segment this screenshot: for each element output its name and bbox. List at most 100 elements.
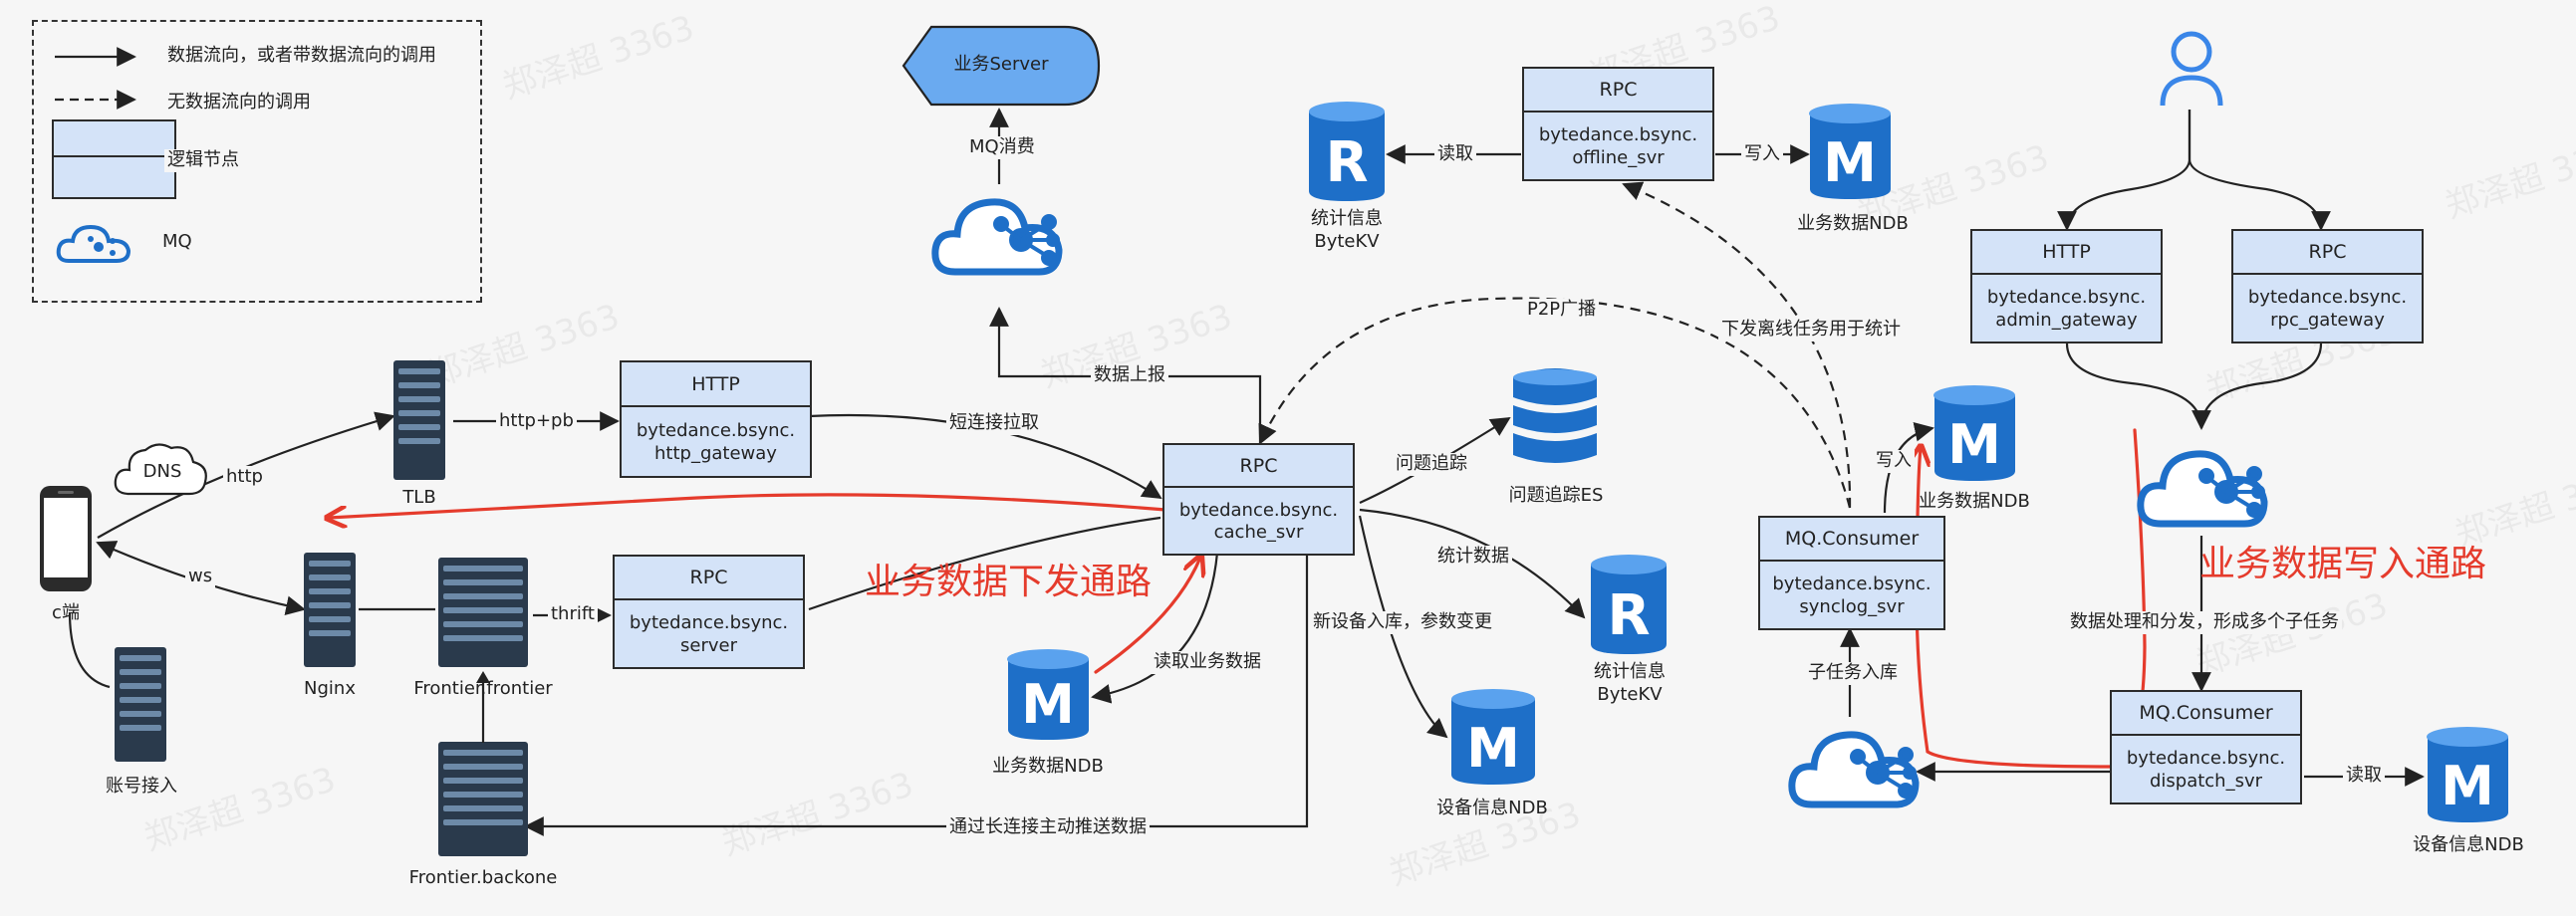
ndb-business-left-caption: 业务数据NDB xyxy=(992,756,1104,777)
svg-text:M: M xyxy=(1021,673,1075,736)
edge-label-read-dispatch: 读取 xyxy=(2343,765,2385,788)
edge-offline xyxy=(1622,181,1852,509)
legend xyxy=(32,20,482,303)
edge-cache-ndb xyxy=(1091,552,1219,704)
frontier-server-icon xyxy=(438,558,528,667)
phone-icon xyxy=(40,486,92,591)
offline-svr-node: RPC bytedance.bsync. offline_svr xyxy=(1522,67,1714,181)
node-body: bytedance.bsync. synclog_svr xyxy=(1772,573,1932,617)
ndb-business-right-caption: 业务数据NDB xyxy=(1919,491,2030,512)
http-gateway-node: HTTP bytedance.bsync. http_gateway xyxy=(620,360,812,478)
legend-logic-node-label: 逻辑节点 xyxy=(164,149,242,172)
node-header: RPC xyxy=(615,557,803,601)
edge-label-push-long: 通过长连接主动推送数据 xyxy=(946,816,1150,839)
cache-svr-node: RPC bytedance.bsync. cache_svr xyxy=(1162,443,1355,556)
node-header: RPC xyxy=(2233,231,2422,276)
mq-icon xyxy=(1788,731,1920,808)
nginx-server-icon xyxy=(304,553,356,667)
bytekv-top-caption: 统计信息 ByteKV xyxy=(1311,208,1383,253)
node-header: MQ.Consumer xyxy=(1760,518,1943,563)
rpc-gateway-node: RPC bytedance.bsync. rpc_gateway xyxy=(2231,229,2424,344)
edge-rpc-cache xyxy=(808,516,1161,611)
business-server-label: 业务Server xyxy=(953,54,1049,75)
mq-icon xyxy=(2137,450,2268,528)
es-stack-icon xyxy=(1513,368,1597,463)
node-body: bytedance.bsync. admin_gateway xyxy=(1986,287,2147,331)
edge-user-rpcgw xyxy=(2188,110,2331,231)
bytekv-mid-caption: 统计信息 ByteKV xyxy=(1594,661,1666,706)
es-caption: 问题追踪ES xyxy=(1508,485,1604,506)
node-body: bytedance.bsync. server xyxy=(629,612,789,656)
mq-icon xyxy=(931,198,1063,276)
frontier-backone-caption: Frontier.backone xyxy=(408,867,558,888)
downlink-annotation: 业务数据下发通路 xyxy=(865,562,1153,602)
red-ndb-arrow xyxy=(1094,558,1200,674)
ndb-database-icon: M xyxy=(1933,385,2015,481)
rpc-server-node: RPC bytedance.bsync. server xyxy=(613,555,805,669)
svg-text:R: R xyxy=(1325,130,1368,195)
legend-data-flow-label: 数据流向，或者带数据流向的调用 xyxy=(164,45,439,68)
edge-label-thrift: thrift xyxy=(548,603,598,626)
edge-label-read-business: 读取业务数据 xyxy=(1151,651,1264,674)
svg-text:M: M xyxy=(1466,717,1520,780)
synclog-svr-node: MQ.Consumer bytedance.bsync. synclog_svr xyxy=(1758,516,1945,630)
tlb-server-icon xyxy=(393,360,445,480)
legend-mq-icon xyxy=(56,224,131,263)
nginx-caption: Nginx xyxy=(304,678,356,699)
legend-node-sample xyxy=(52,119,176,199)
legend-mq-label: MQ xyxy=(159,231,195,254)
legend-no-data-flow-label: 无数据流向的调用 xyxy=(164,92,314,114)
svg-text:M: M xyxy=(1823,131,1877,194)
edge-label-new-device: 新设备入库，参数变更 xyxy=(1310,611,1495,634)
node-body: bytedance.bsync. cache_svr xyxy=(1178,499,1339,544)
edge-label-write-sync: 写入 xyxy=(1873,450,1915,473)
edge-rpcgw-merge xyxy=(2191,343,2323,430)
edge-client-account xyxy=(68,611,111,689)
dns-caption: DNS xyxy=(142,461,182,482)
edge-label-ws: ws xyxy=(185,566,216,588)
node-header: HTTP xyxy=(622,362,810,408)
node-body: bytedance.bsync. dispatch_svr xyxy=(2126,748,2286,792)
edge-user-admin xyxy=(2057,110,2191,231)
bytekv-database-icon: R xyxy=(1309,102,1385,201)
edge-cache-backone xyxy=(524,553,1309,836)
edge-label-http-pb: http+pb xyxy=(496,410,577,433)
ndb-device-center-caption: 设备信息NDB xyxy=(1436,798,1548,818)
node-header: HTTP xyxy=(1972,231,2161,276)
client-caption: c端 xyxy=(52,602,80,623)
ndb-database-icon: M xyxy=(1451,689,1535,785)
red-downlink-arrow xyxy=(329,493,1167,518)
node-body: bytedance.bsync. rpc_gateway xyxy=(2247,287,2408,331)
edge-label-p2p: P2P广播 xyxy=(1524,299,1600,322)
edge-label-mq-consume: MQ消费 xyxy=(966,136,1038,159)
edge-cache-bytekv xyxy=(1359,508,1586,619)
edge-label-subtask: 子任务入库 xyxy=(1805,662,1901,685)
account-caption: 账号接入 xyxy=(106,776,177,797)
frontier-backone-server-icon xyxy=(438,742,528,856)
dispatch-svr-node: MQ.Consumer bytedance.bsync. dispatch_sv… xyxy=(2110,690,2302,804)
dns-cloud-icon xyxy=(114,443,207,496)
node-header: RPC xyxy=(1164,445,1353,489)
edge-label-write-top: 写入 xyxy=(1741,143,1783,166)
ndb-business-top-caption: 业务数据NDB xyxy=(1797,213,1909,234)
admin-gateway-node: HTTP bytedance.bsync. admin_gateway xyxy=(1970,229,2163,344)
ndb-device-right-caption: 设备信息NDB xyxy=(2413,834,2524,855)
edge-label-read-top: 读取 xyxy=(1434,143,1476,166)
account-server-icon xyxy=(115,647,166,762)
bytekv-database-icon: R xyxy=(1591,555,1667,654)
write-path-annotation: 业务数据写入通路 xyxy=(2199,544,2487,584)
ndb-database-icon: M xyxy=(1007,649,1089,740)
node-header: MQ.Consumer xyxy=(2112,692,2300,737)
tlb-caption: TLB xyxy=(402,487,436,508)
edge-label-issue: 问题追踪 xyxy=(1393,453,1470,476)
node-body: bytedance.bsync. http_gateway xyxy=(636,420,796,464)
edge-admin-merge xyxy=(2065,343,2203,429)
backone-to-frontier-arrow xyxy=(476,671,490,743)
edge-p2p xyxy=(1258,297,1852,509)
node-header: RPC xyxy=(1524,69,1712,114)
edge-label-short-pull: 短连接拉取 xyxy=(946,412,1042,435)
svg-text:M: M xyxy=(1947,413,2001,476)
svg-text:R: R xyxy=(1607,583,1650,648)
